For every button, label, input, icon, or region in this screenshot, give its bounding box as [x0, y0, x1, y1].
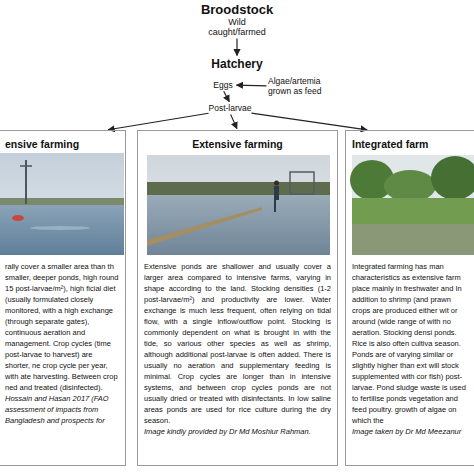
flow-label: Algae/artemia grown as feed [268, 76, 332, 96]
person [274, 181, 279, 186]
walkway [147, 207, 262, 246]
stage-heading: Broodstock [187, 2, 287, 17]
flow-arrow [251, 113, 367, 130]
stage-label: Eggs [211, 80, 235, 90]
photo-space [5, 151, 119, 261]
aerator [12, 215, 24, 221]
pond-water [352, 224, 474, 255]
shoreline [0, 198, 124, 206]
integrated-photo [350, 155, 474, 255]
farming-panel: ensive farming rally cover a smaller area… [0, 130, 126, 466]
flow-label: Hatchery [187, 57, 287, 71]
citation: Hossain and Hasan 2017 (FAO assessment o… [5, 393, 119, 426]
flow-label: Post-larvae [190, 103, 270, 113]
farming-panel: Integrated farmIntegrated farming has ma… [345, 130, 474, 466]
tree-line [147, 182, 330, 195]
tree [431, 156, 474, 200]
panel-body: Extensive ponds are shallower and usuall… [144, 261, 331, 426]
photo-space [144, 151, 331, 261]
stage-heading: Hatchery [187, 57, 287, 71]
photo-credit: Image taken by Dr Md Meezanur [352, 426, 466, 437]
flow-arrow [231, 114, 237, 128]
stage-label: Post-larvae [190, 103, 270, 113]
tower [20, 165, 32, 167]
panel-body: Integrated farming has man characteristi… [352, 261, 466, 426]
pond-water [147, 195, 330, 255]
flow-label: BroodstockWild caught/farmed [187, 2, 287, 37]
grass [352, 198, 474, 224]
panel-body: rally cover a smaller area than th small… [5, 261, 119, 393]
sky [147, 155, 330, 255]
person [274, 200, 276, 212]
farming-panel: Extensive farmingExtensive ponds are sha… [137, 130, 338, 466]
net-frame [290, 172, 314, 194]
flow-arrow [108, 113, 208, 130]
extensive-photo [147, 155, 330, 255]
intensive-photo [0, 153, 124, 255]
feed-label: Algae/artemia grown as feed [268, 76, 332, 96]
person [274, 186, 279, 200]
photo-credit: Image kindly provided by Dr Md Moshiur R… [144, 426, 331, 437]
flow-label: Eggs [211, 80, 235, 90]
stage-note: Wild caught/farmed [204, 17, 270, 37]
pond-water [0, 205, 124, 255]
panel-heading: Integrated farm [352, 137, 466, 151]
flow-arrow [236, 39, 237, 56]
tree [384, 170, 436, 202]
panel-heading: Extensive farming [144, 137, 331, 151]
ripple [30, 226, 90, 230]
flow-arrow [236, 84, 266, 86]
photo-space [352, 151, 466, 261]
panel-heading: ensive farming [5, 137, 119, 151]
sky [0, 153, 124, 255]
flow-arrow [224, 91, 230, 101]
